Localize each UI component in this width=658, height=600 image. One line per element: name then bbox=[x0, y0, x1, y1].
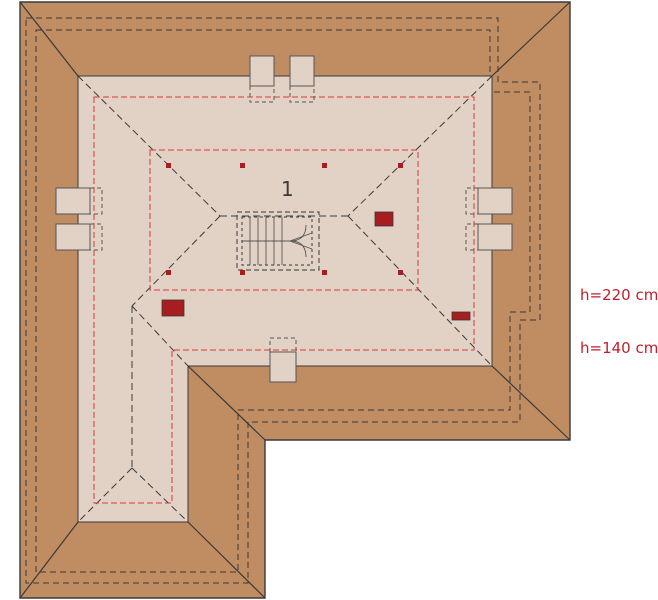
dormer-left bbox=[55, 187, 103, 251]
staircase bbox=[236, 211, 320, 271]
chimney-1 bbox=[374, 211, 394, 227]
chimneys bbox=[161, 211, 471, 321]
legend-height-220: h=220 cm bbox=[580, 286, 658, 304]
wall-dashed-outer bbox=[25, 17, 541, 584]
floor-area bbox=[77, 75, 493, 523]
height-line-140 bbox=[93, 96, 475, 504]
chimney-3 bbox=[451, 311, 471, 321]
ridge-lines bbox=[77, 75, 493, 523]
roof-hip-lines bbox=[19, 1, 571, 599]
chimney-2 bbox=[161, 299, 185, 317]
legend-height-140: h=140 cm bbox=[580, 339, 658, 357]
columns bbox=[166, 163, 403, 275]
wall-dashed-inner bbox=[35, 29, 531, 573]
dormer-bottom bbox=[269, 337, 297, 383]
dormer-right bbox=[465, 187, 513, 251]
height-line-220 bbox=[149, 149, 419, 291]
room-number: 1 bbox=[281, 177, 294, 201]
dormer-top bbox=[249, 55, 315, 103]
